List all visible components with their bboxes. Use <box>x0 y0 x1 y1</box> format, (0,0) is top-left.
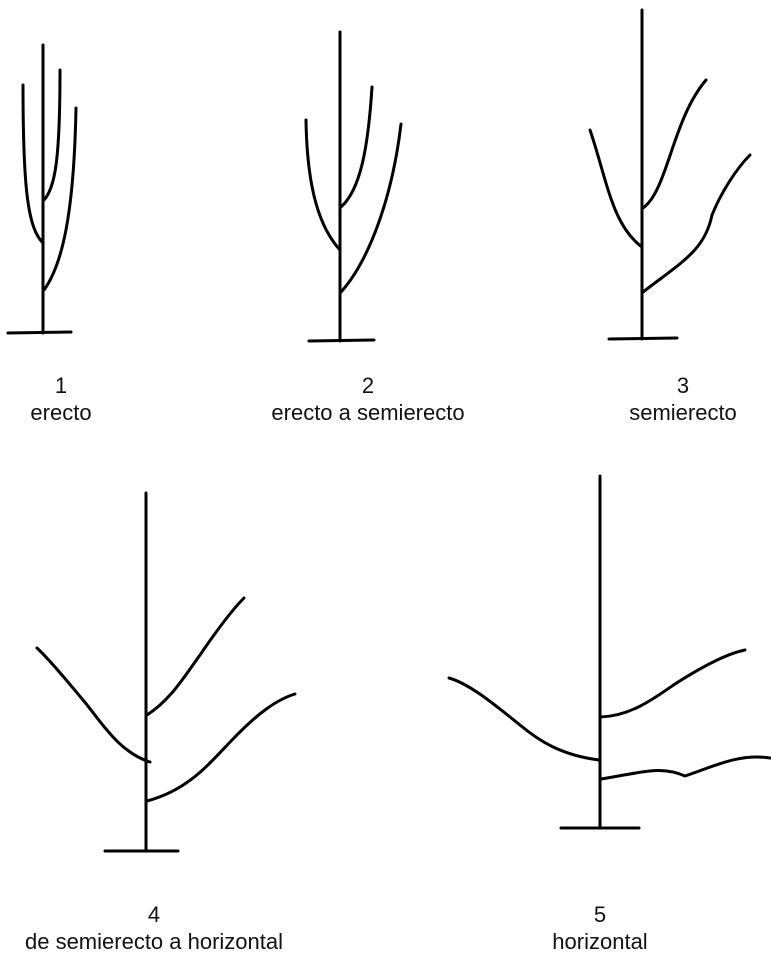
plant-1-branch-right <box>42 106 78 292</box>
form-3-label: semierecto <box>629 400 737 425</box>
form-4-number: 4 <box>147 902 161 927</box>
plant-drawing-2-erecto-a-semierecto <box>304 30 403 343</box>
form-3-caption: 3 semierecto <box>618 372 748 426</box>
form-1-number: 1 <box>54 373 68 398</box>
plant-4-branch-middle <box>145 596 246 717</box>
plant-3-branch-left <box>588 128 644 249</box>
form-1-label: erecto <box>30 400 92 425</box>
form-3-number: 3 <box>676 373 690 398</box>
form-2-caption: 2 erecto a semierecto <box>250 372 486 426</box>
plant-drawing-1-erecto <box>6 43 78 335</box>
form-5-caption: 5 horizontal <box>538 901 662 955</box>
plant-4-branch-right <box>145 692 297 803</box>
form-4-caption: 4 de semierecto a horizontal <box>0 901 308 955</box>
plant-1-branch-left <box>21 83 45 245</box>
plant-2-branch-left <box>304 118 342 252</box>
plant-1-ground-line <box>6 330 73 335</box>
plant-5-branch-middle <box>598 648 747 719</box>
form-2-label: erecto a semierecto <box>271 400 465 425</box>
plant-5-branch-right <box>599 755 771 781</box>
plant-3-branch-right <box>641 153 752 294</box>
form-4-label: de semierecto a horizontal <box>24 929 284 954</box>
plant-3-branch-middle <box>641 78 708 210</box>
plant-5-branch-left <box>447 676 601 762</box>
form-5-number: 5 <box>593 902 607 927</box>
plant-drawing-3-semierecto <box>588 8 752 341</box>
plant-2-branch-right <box>339 122 403 294</box>
plant-4-branch-left <box>35 646 152 764</box>
form-5-label: horizontal <box>552 929 648 954</box>
form-1-caption: 1 erecto <box>5 372 117 426</box>
form-2-number: 2 <box>361 373 375 398</box>
plant-drawing-5-horizontal <box>447 474 771 830</box>
plant-drawing-4-de-semierecto-a-horizontal <box>35 491 297 853</box>
plant-1-branch-middle <box>42 68 62 202</box>
plant-2-branch-middle <box>339 85 374 209</box>
